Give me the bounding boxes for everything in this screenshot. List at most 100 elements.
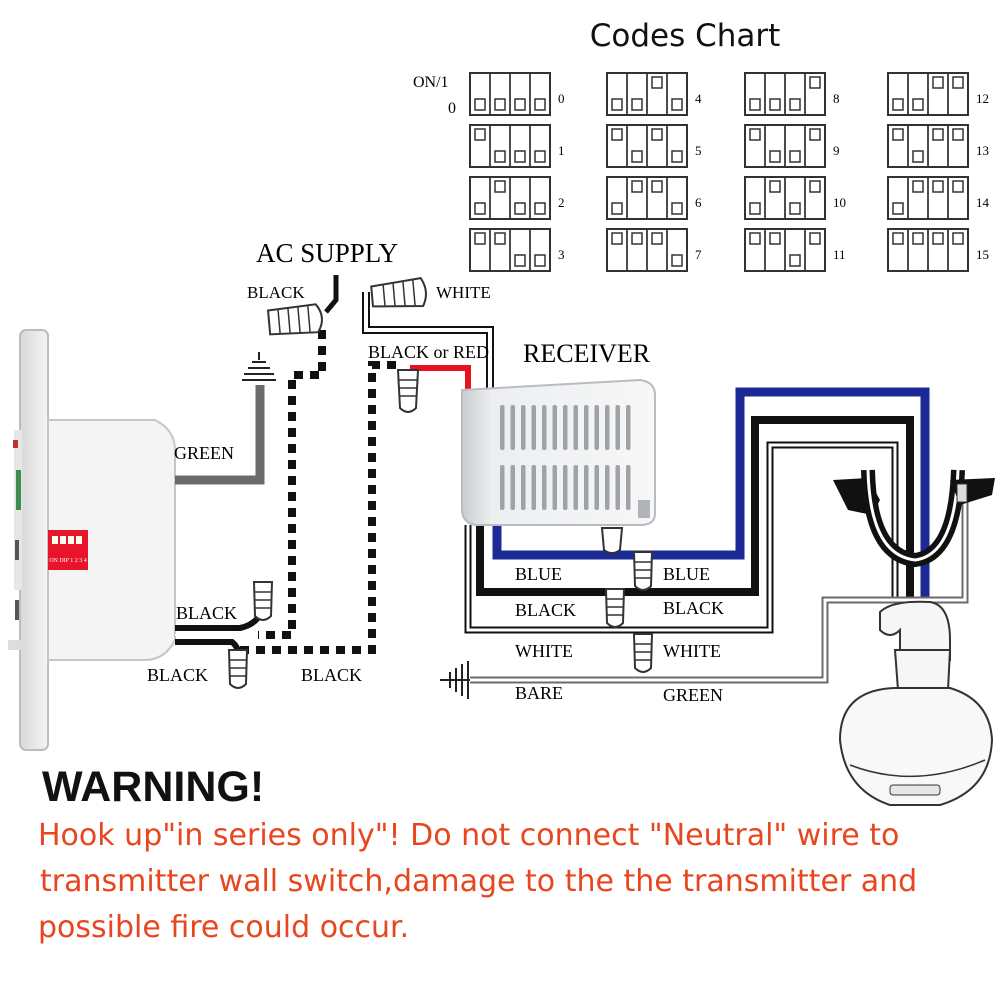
dip-knob: [769, 232, 781, 245]
white-left-label: WHITE: [515, 641, 573, 661]
warning-line-1: Hook up"in series only"! Do not connect …: [38, 818, 900, 853]
switch-black-bottom-label: BLACK: [147, 665, 208, 685]
dip-knob: [892, 98, 904, 111]
dip-code-6: 6: [606, 176, 702, 220]
dip-knob: [749, 202, 761, 215]
receiver-vent: [594, 405, 599, 450]
receiver-vent: [605, 465, 610, 510]
dip-knob: [892, 128, 904, 141]
dip-knob: [534, 98, 546, 111]
receiver-vent: [521, 465, 526, 510]
receiver-box: [461, 378, 656, 526]
ac-supply-label: AC SUPPLY: [256, 238, 398, 268]
dip-code-3: 3: [469, 228, 565, 272]
dip-knob: [912, 98, 924, 111]
red-wire: [410, 365, 471, 392]
dashed-black-label: BLACK: [301, 665, 362, 685]
receiver-vent: [500, 405, 505, 450]
dip-knob: [912, 180, 924, 193]
wire-nut-receiver-bottom: [600, 527, 624, 554]
dip-knob: [474, 202, 486, 215]
receiver-vent: [573, 465, 578, 510]
blue-left-label: BLUE: [515, 564, 562, 584]
wire-nut-black: [604, 588, 626, 628]
dip-code-label: 12: [976, 91, 989, 106]
dip-knob: [932, 180, 944, 193]
dip-knob: [534, 254, 546, 267]
dip-code-label: 1: [558, 143, 565, 158]
dip-knob: [789, 254, 801, 267]
dip-knob: [952, 128, 964, 141]
dip-knob: [514, 254, 526, 267]
dip-knob: [769, 150, 781, 163]
ceiling-fan-mount: [833, 469, 995, 806]
receiver-vent: [584, 405, 589, 450]
dip-knob: [474, 98, 486, 111]
dip-code-7: 7: [606, 228, 702, 272]
dip-knob: [514, 98, 526, 111]
receiver-vent: [573, 405, 578, 450]
receiver-vent: [521, 405, 526, 450]
dip-knob: [749, 232, 761, 245]
dip-code-label: 7: [695, 247, 702, 262]
supply-black-wire: [324, 275, 339, 314]
dip-knob: [611, 98, 623, 111]
receiver-vent: [594, 465, 599, 510]
dip-code-12: 12: [887, 72, 989, 116]
dip-code-label: 6: [695, 195, 702, 210]
dip-knob: [514, 150, 526, 163]
dip-knob: [809, 232, 821, 245]
dashed-black-wire-2: [240, 361, 400, 654]
receiver-vent: [584, 465, 589, 510]
dip-knob: [494, 98, 506, 111]
black-left-label: BLACK: [515, 600, 576, 620]
dip-knob: [611, 128, 623, 141]
dip-knob: [912, 150, 924, 163]
dip-code-8: 8: [744, 72, 840, 116]
receiver-vent: [542, 405, 547, 450]
wire-nut-switch-bottom: [227, 649, 249, 689]
dip-knob: [611, 232, 623, 245]
warning-title: WARNING!: [42, 763, 265, 811]
dip-knob: [631, 98, 643, 111]
dip-code-label: 11: [833, 247, 846, 262]
dip-code-label: 13: [976, 143, 989, 158]
dip-code-9: 9: [744, 124, 840, 168]
wire-nut-red: [396, 369, 420, 413]
dip-code-14: 14: [887, 176, 990, 220]
dip-knob: [952, 232, 964, 245]
dip-knob: [789, 202, 801, 215]
dip-knob: [474, 232, 486, 245]
wall-switch-transmitter: ON DIP 1 2 3 4: [8, 329, 176, 751]
dip-knob: [809, 76, 821, 89]
dip-knob: [631, 180, 643, 193]
dip-code-5: 5: [606, 124, 702, 168]
dip-knob: [474, 128, 486, 141]
dip-knob: [932, 76, 944, 89]
switch-black-top-label: BLACK: [176, 603, 237, 623]
receiver-vent: [531, 465, 536, 510]
warning-line-3: possible fire could occur.: [38, 910, 410, 945]
dip-knob: [749, 98, 761, 111]
dip-code-4: 4: [606, 72, 702, 116]
dip-code-1: 1: [469, 124, 565, 168]
dip-knob: [651, 180, 663, 193]
dip-knob: [631, 150, 643, 163]
supply-black-label: BLACK: [247, 283, 305, 302]
receiver-vent: [510, 405, 515, 450]
black-wire: [476, 416, 914, 600]
receiver-vent: [531, 405, 536, 450]
dip-code-10: 10: [744, 176, 846, 220]
dip-code-11: 11: [744, 228, 846, 272]
receiver-vent: [626, 405, 631, 450]
dip-knob: [494, 232, 506, 245]
dip-on-label: ON/1: [413, 74, 449, 91]
dip-code-label: 4: [695, 91, 702, 106]
dip-code-label: 2: [558, 195, 565, 210]
dip-knob: [534, 202, 546, 215]
dip-knob: [651, 128, 663, 141]
dip-knob: [769, 180, 781, 193]
green-switch-label: GREEN: [174, 443, 234, 463]
